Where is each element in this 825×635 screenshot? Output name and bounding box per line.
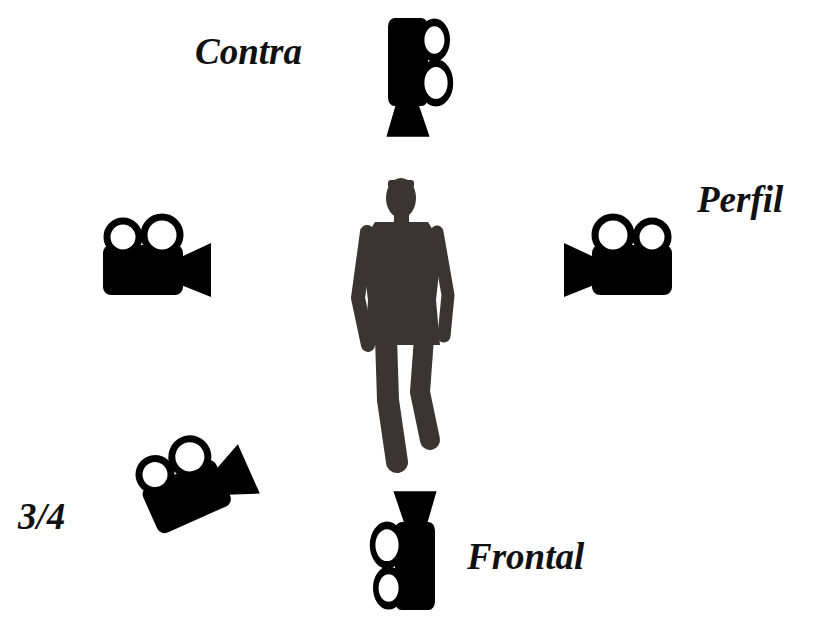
view-label: Frontal <box>467 538 584 575</box>
view-label: Contra <box>195 33 302 70</box>
camera-icon <box>564 217 672 297</box>
person-silhouette <box>358 178 448 462</box>
camera-icon <box>129 420 260 537</box>
view-label: Perfil <box>697 181 783 218</box>
camera-icon <box>103 217 211 297</box>
view-label: 3/4 <box>18 498 65 535</box>
camera-icon <box>386 18 450 137</box>
camera-icon <box>373 491 437 610</box>
